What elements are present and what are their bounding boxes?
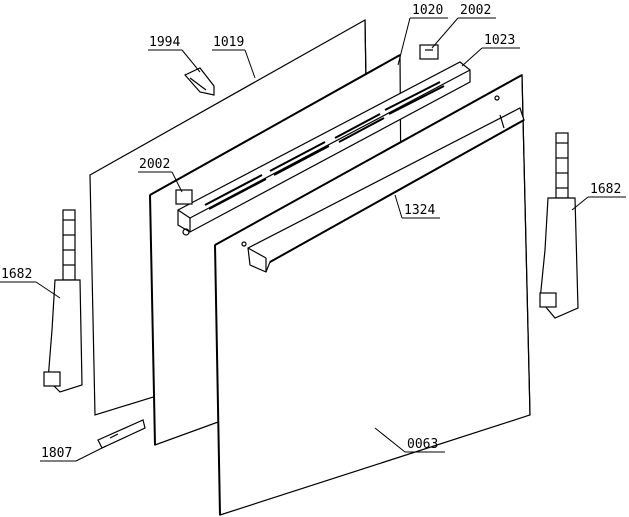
part-1682-right-hinge [539, 132, 579, 319]
label-1682-right: 1682 [590, 182, 621, 197]
label-1019: 1019 [213, 35, 244, 50]
part-0063-front-glass [214, 73, 531, 516]
label-1682-left: 1682 [1, 267, 32, 282]
label-1020: 1020 [412, 3, 443, 18]
label-2002-top: 2002 [460, 3, 491, 18]
part-1682-left-hinge [43, 209, 83, 393]
part-1807-bottom-profile [97, 419, 146, 449]
part-1023-top-profile [177, 61, 471, 236]
leader-lines [0, 17, 626, 462]
label-1994: 1994 [149, 35, 180, 50]
label-1807: 1807 [41, 446, 72, 461]
label-0063: 0063 [407, 437, 438, 452]
part-1324-handle [247, 107, 525, 273]
label-1023: 1023 [484, 33, 515, 48]
label-2002-left: 2002 [139, 157, 170, 172]
part-2002-top-clip [419, 44, 439, 60]
part-2002-left-clip [175, 189, 193, 205]
label-1324: 1324 [404, 203, 435, 218]
